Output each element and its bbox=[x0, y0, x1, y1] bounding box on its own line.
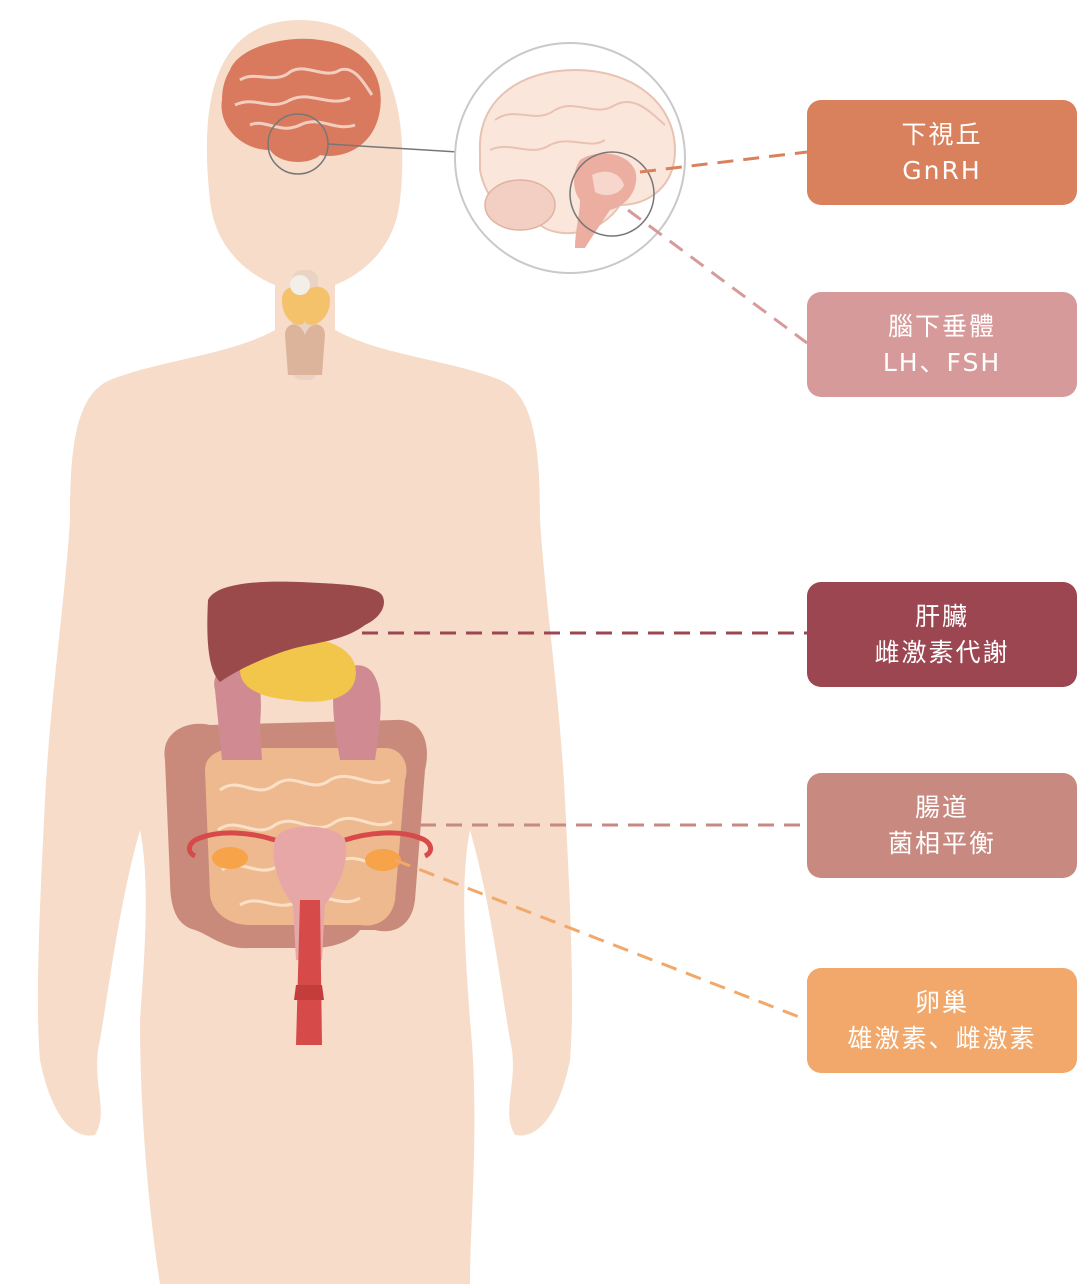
brain-zoom bbox=[455, 43, 685, 273]
brain bbox=[222, 39, 381, 162]
label-ovary-subtitle: 雄激素、雌激素 bbox=[847, 1021, 1036, 1057]
label-hypothalamus-title: 下視丘 bbox=[901, 117, 982, 153]
label-ovary-title: 卵巢 bbox=[915, 985, 969, 1021]
label-gut-title: 腸道 bbox=[915, 790, 969, 826]
label-hypothalamus: 下視丘 GnRH bbox=[807, 100, 1077, 205]
label-pituitary: 腦下垂體 LH、FSH bbox=[807, 292, 1077, 397]
label-liver: 肝臟 雌激素代謝 bbox=[807, 582, 1077, 687]
label-liver-subtitle: 雌激素代謝 bbox=[874, 635, 1009, 671]
label-pituitary-title: 腦下垂體 bbox=[888, 309, 996, 345]
label-gut-subtitle: 菌相平衡 bbox=[888, 826, 996, 862]
label-hypothalamus-subtitle: GnRH bbox=[902, 153, 981, 189]
label-ovary: 卵巢 雄激素、雌激素 bbox=[807, 968, 1077, 1073]
label-gut: 腸道 菌相平衡 bbox=[807, 773, 1077, 878]
label-pituitary-subtitle: LH、FSH bbox=[883, 345, 1001, 381]
leader-line-pituitary bbox=[628, 210, 807, 343]
label-liver-title: 肝臟 bbox=[915, 599, 969, 635]
